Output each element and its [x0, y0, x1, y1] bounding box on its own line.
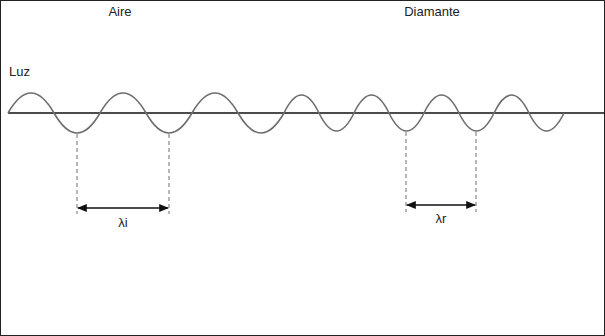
medium-label: Aire — [108, 4, 131, 20]
diamond-shape: Diamante — [232, 15, 605, 328]
wavelength-label: λi — [118, 215, 127, 231]
wavelength-arrow — [78, 207, 168, 208]
axis-line — [8, 112, 605, 114]
air-wave — [8, 93, 284, 133]
wavelength-arrow — [407, 204, 475, 205]
diamond-outline — [232, 15, 605, 328]
wavelength-guides — [77, 132, 476, 214]
diamond-wave — [284, 95, 564, 131]
light-label: Luz — [9, 64, 30, 80]
wavelength-label: λr — [436, 211, 447, 227]
medium-label: Diamante — [404, 4, 460, 20]
